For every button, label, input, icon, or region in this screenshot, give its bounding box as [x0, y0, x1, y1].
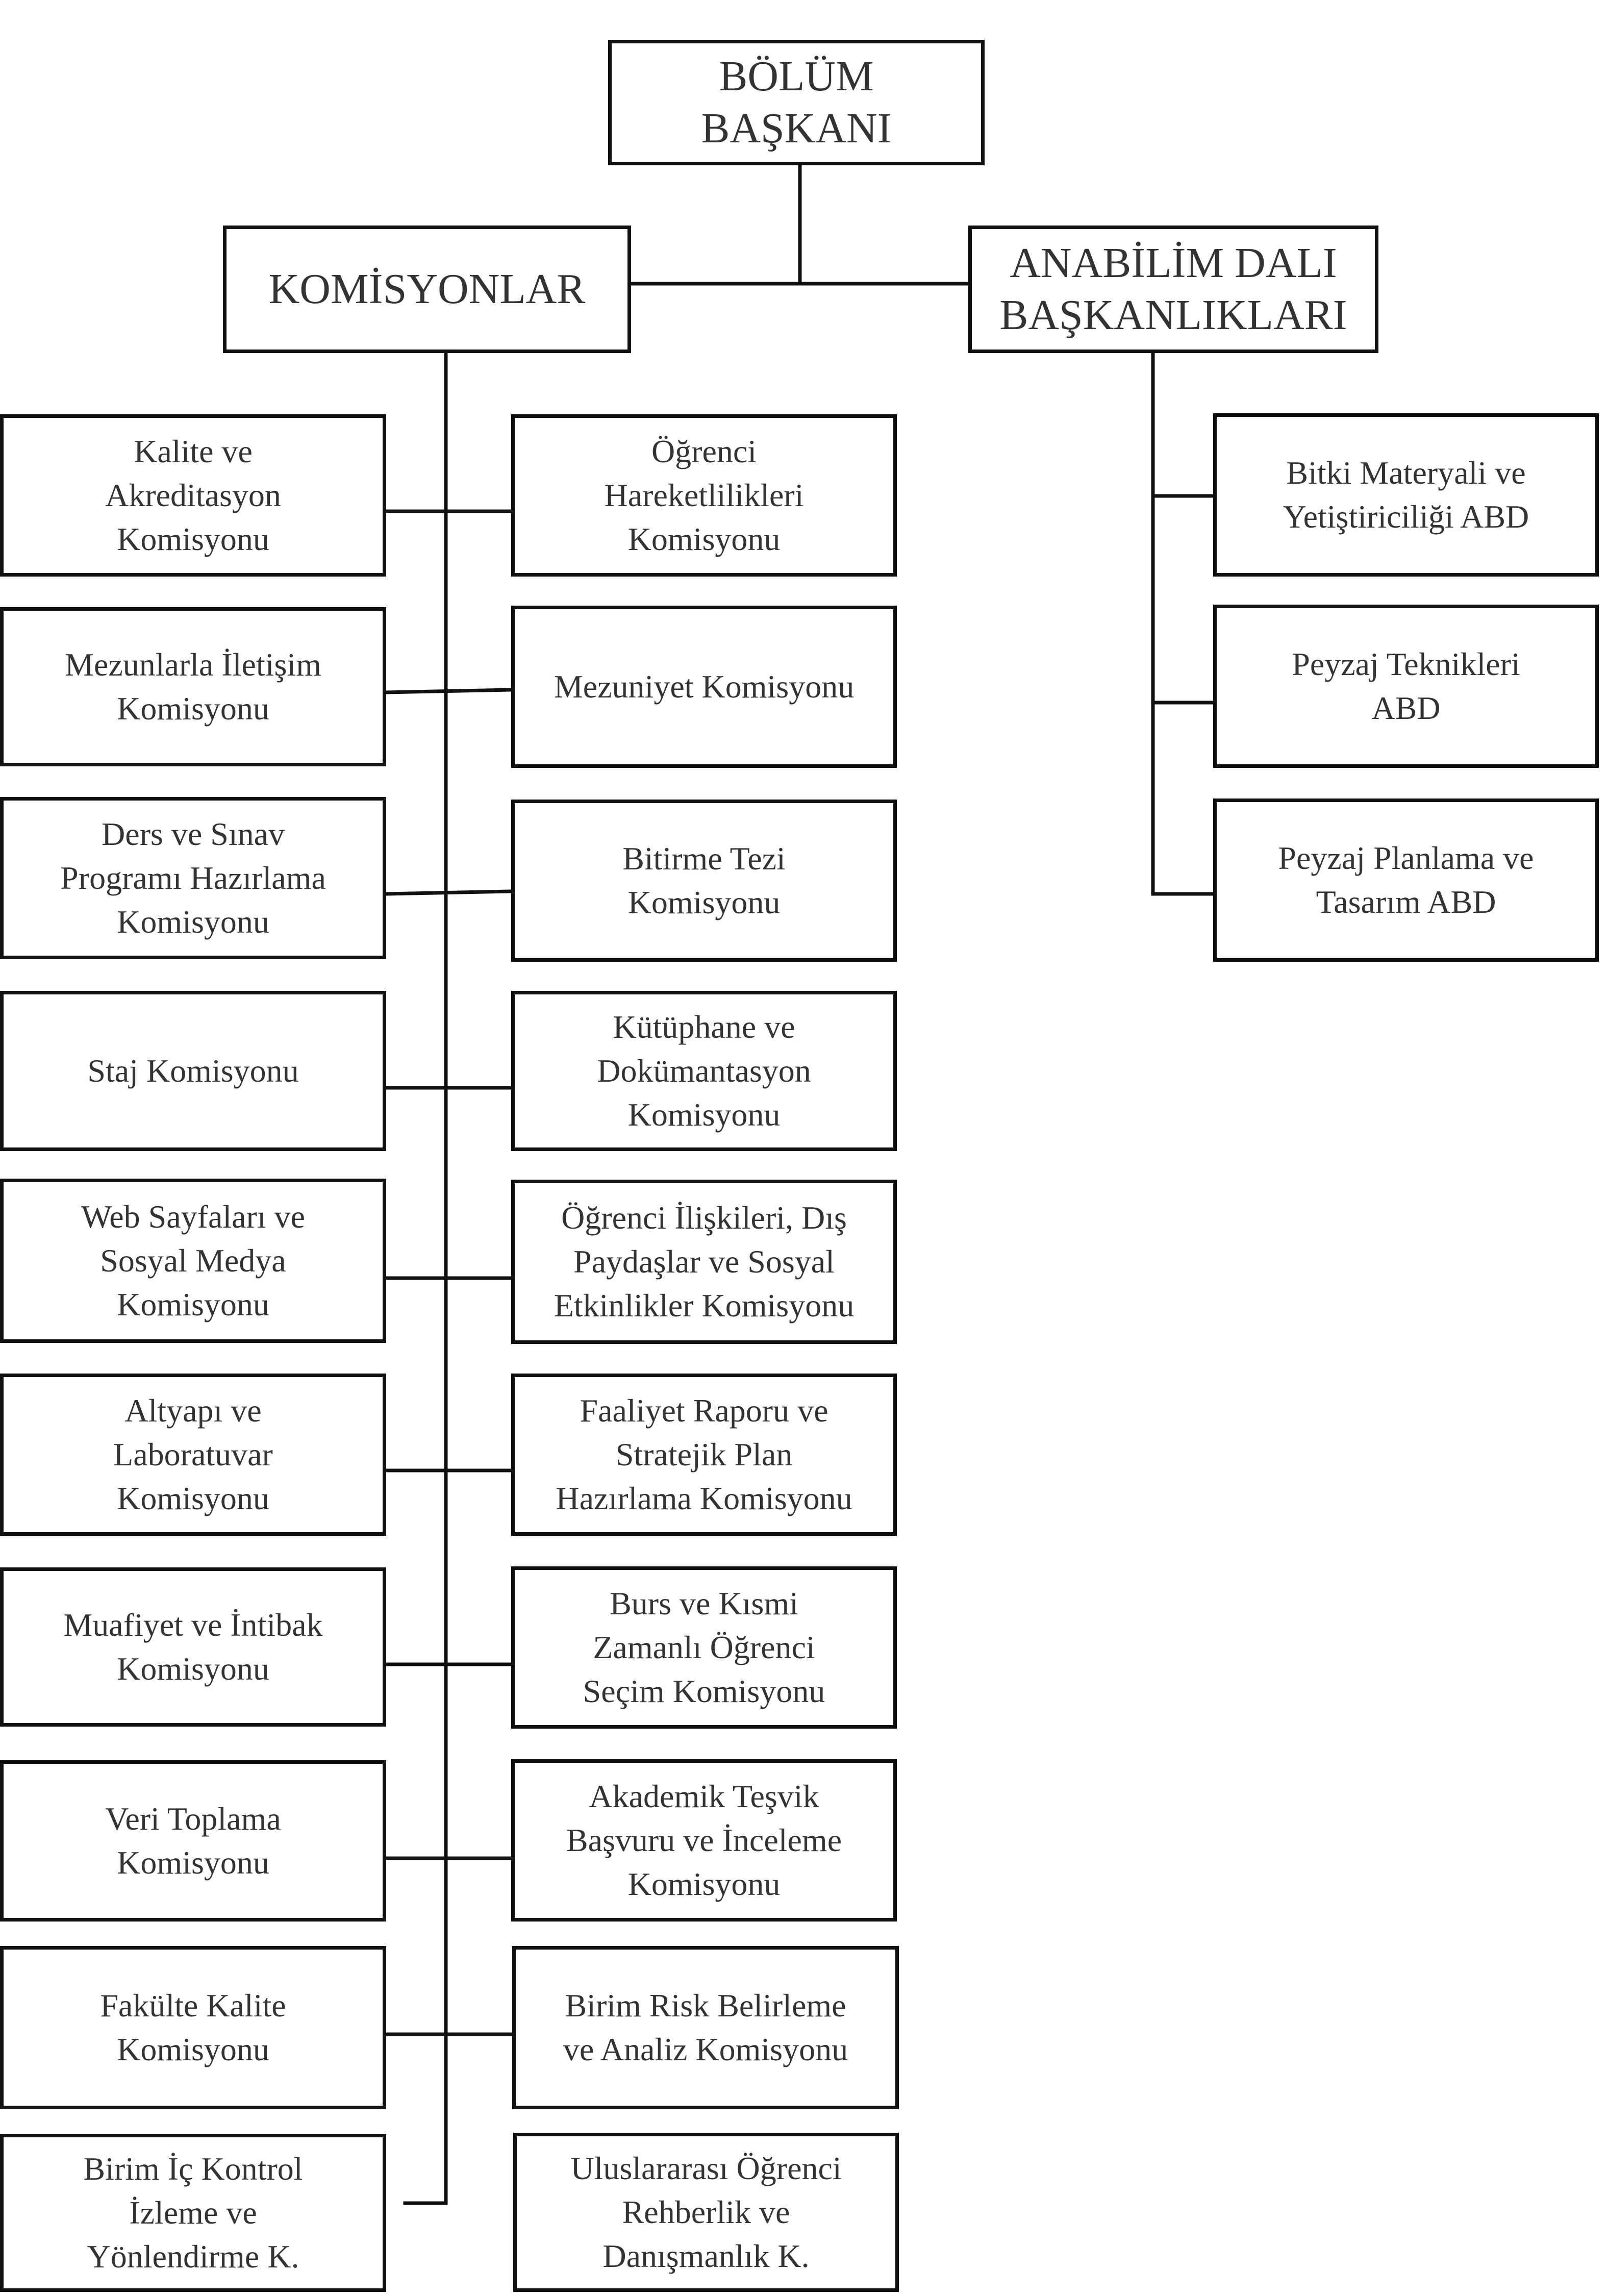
commission-birim-ic-kontrol: Birim İç Kontrol İzleme ve Yönlendirme K… — [0, 2134, 386, 2292]
commission-veri-toplama: Veri Toplama Komisyonu — [0, 1760, 386, 1921]
commission-altyapi-laboratuvar: Altyapı ve Laboratuvar Komisyonu — [0, 1374, 386, 1536]
commission-ders-sinav-programi: Ders ve Sınav Programı Hazırlama Komisyo… — [0, 797, 386, 959]
commission-kalite-akreditasyon: Kalite ve Akreditasyon Komisyonu — [0, 414, 386, 577]
connector-row-3 — [383, 889, 513, 896]
commission-akademik-tesvik: Akademik Teşvik Başvuru ve İnceleme Komi… — [511, 1759, 897, 1921]
commission-ogrenci-hareketlilikleri: Öğrenci Hareketlilikleri Komisyonu — [511, 414, 897, 577]
department-bitki-materyali: Bitki Materyali ve Yetiştiriciliği ABD — [1213, 413, 1599, 577]
commission-faaliyet-raporu: Faaliyet Raporu ve Stratejik Plan Hazırl… — [511, 1374, 897, 1536]
department-head-box: BÖLÜM BAŞKANI — [608, 40, 985, 165]
commission-mezuniyet: Mezuniyet Komisyonu — [511, 606, 897, 768]
departments-header-box: ANABİLİM DALI BAŞKANLIKLARI — [968, 226, 1378, 353]
commission-kutuphane-dokumantasyon: Kütüphane ve Dokümantasyon Komisyonu — [511, 991, 897, 1151]
commission-ogrenci-iliskileri: Öğrenci İlişkileri, Dış Paydaşlar ve Sos… — [511, 1180, 897, 1344]
department-peyzaj-planlama: Peyzaj Planlama ve Tasarım ABD — [1213, 798, 1599, 962]
commission-uluslararasi-ogrenci: Uluslararası Öğrenci Rehberlik ve Danışm… — [513, 2133, 899, 2292]
commission-mezunlarla-iletisim: Mezunlarla İletişim Komisyonu — [0, 607, 386, 766]
department-peyzaj-teknikleri: Peyzaj Teknikleri ABD — [1213, 605, 1599, 768]
commission-burs-kismi-zamanli: Burs ve Kısmi Zamanlı Öğrenci Seçim Komi… — [511, 1566, 897, 1729]
commission-fakulte-kalite: Fakülte Kalite Komisyonu — [0, 1946, 386, 2109]
commission-web-sosyal-medya: Web Sayfaları ve Sosyal Medya Komisyonu — [0, 1179, 386, 1343]
commissions-header-box: KOMİSYONLAR — [223, 226, 631, 353]
commission-birim-risk: Birim Risk Belirleme ve Analiz Komisyonu — [512, 1946, 899, 2109]
connector-row-2 — [383, 688, 513, 694]
commission-muafiyet-intibak: Muafiyet ve İntibak Komisyonu — [0, 1567, 386, 1727]
commission-bitirme-tezi: Bitirme Tezi Komisyonu — [511, 800, 897, 962]
commission-staj: Staj Komisyonu — [0, 991, 386, 1151]
